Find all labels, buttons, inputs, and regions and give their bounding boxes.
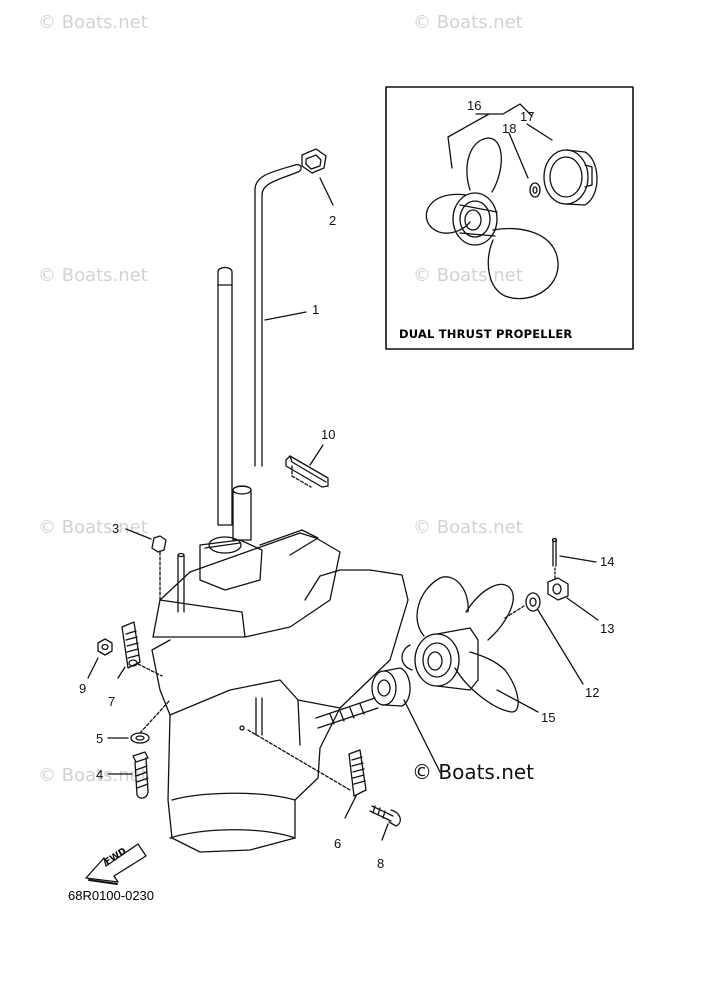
inset-washer-18-hole [532, 186, 538, 194]
fwd-arrow [85, 843, 147, 885]
anode-7 [121, 621, 141, 669]
watermark: © Boats.net [413, 265, 523, 286]
leader-15 [496, 689, 539, 713]
leader-13 [566, 597, 599, 621]
shift-rod-1 [254, 164, 302, 467]
washer-5 [130, 732, 150, 744]
nut-13 [547, 577, 569, 601]
washer-12 [525, 592, 541, 612]
callout-2: 2 [329, 213, 337, 228]
leader-9 [87, 657, 99, 679]
leader-3 [125, 528, 152, 540]
callout-9: 9 [79, 681, 87, 696]
thrust-bushing-11 [371, 667, 411, 707]
dowel-pin-3 [151, 535, 167, 553]
clip-dash [291, 465, 312, 488]
grommet-2 [301, 148, 327, 174]
callout-4: 4 [96, 767, 104, 782]
inset-bushing-17 [543, 149, 598, 206]
cotter-pin-14 [551, 537, 558, 567]
drive-shaft [217, 266, 233, 526]
leader-12 [537, 609, 584, 685]
leader-10 [309, 444, 324, 466]
leader-1 [264, 311, 307, 321]
leader-2 [319, 177, 334, 206]
watermark: © Boats.net [38, 517, 148, 538]
stud-bolt [177, 554, 185, 613]
callout-15: 15 [541, 710, 556, 725]
brand-watermark: © Boats.net [412, 760, 535, 784]
callout-17: 17 [520, 109, 535, 124]
callout-8: 8 [377, 856, 385, 871]
leader-16 [447, 103, 533, 169]
callout-7: 7 [108, 694, 116, 709]
anode-6 [348, 749, 367, 797]
watermark: © Boats.net [38, 265, 148, 286]
callout-6: 6 [334, 836, 342, 851]
lower-casing [151, 485, 409, 853]
watermark: © Boats.net [413, 12, 523, 33]
clip-10 [285, 455, 329, 488]
inset-propeller [425, 137, 559, 300]
callout-13: 13 [600, 621, 615, 636]
diagram-code: 68R0100-0230 [68, 888, 155, 903]
callout-18: 18 [502, 121, 517, 136]
leader-8 [381, 823, 389, 841]
watermark: © Boats.net [38, 12, 148, 33]
inset-frame [385, 86, 634, 350]
screw-8 [369, 805, 401, 827]
callout-1: 1 [312, 302, 320, 317]
callout-5: 5 [96, 731, 104, 746]
bolt-4 [132, 751, 149, 799]
callout-12: 12 [585, 685, 600, 700]
watermark: © Boats.net [413, 517, 523, 538]
callout-14: 14 [600, 554, 615, 569]
inset-washer-18 [529, 182, 541, 198]
leader-18 [508, 132, 529, 179]
leader-7 [117, 666, 126, 679]
leader-17 [526, 123, 553, 141]
watermark: © Boats.net [38, 765, 148, 786]
nut-9 [97, 638, 113, 656]
leader-6 [344, 795, 357, 819]
callout-16: 16 [467, 98, 482, 113]
callout-3: 3 [112, 521, 120, 536]
callout-10: 10 [321, 427, 336, 442]
leader-11 [403, 699, 441, 773]
inset-title: DUAL THRUST PROPELLER [399, 327, 573, 341]
leader-14 [559, 555, 597, 563]
